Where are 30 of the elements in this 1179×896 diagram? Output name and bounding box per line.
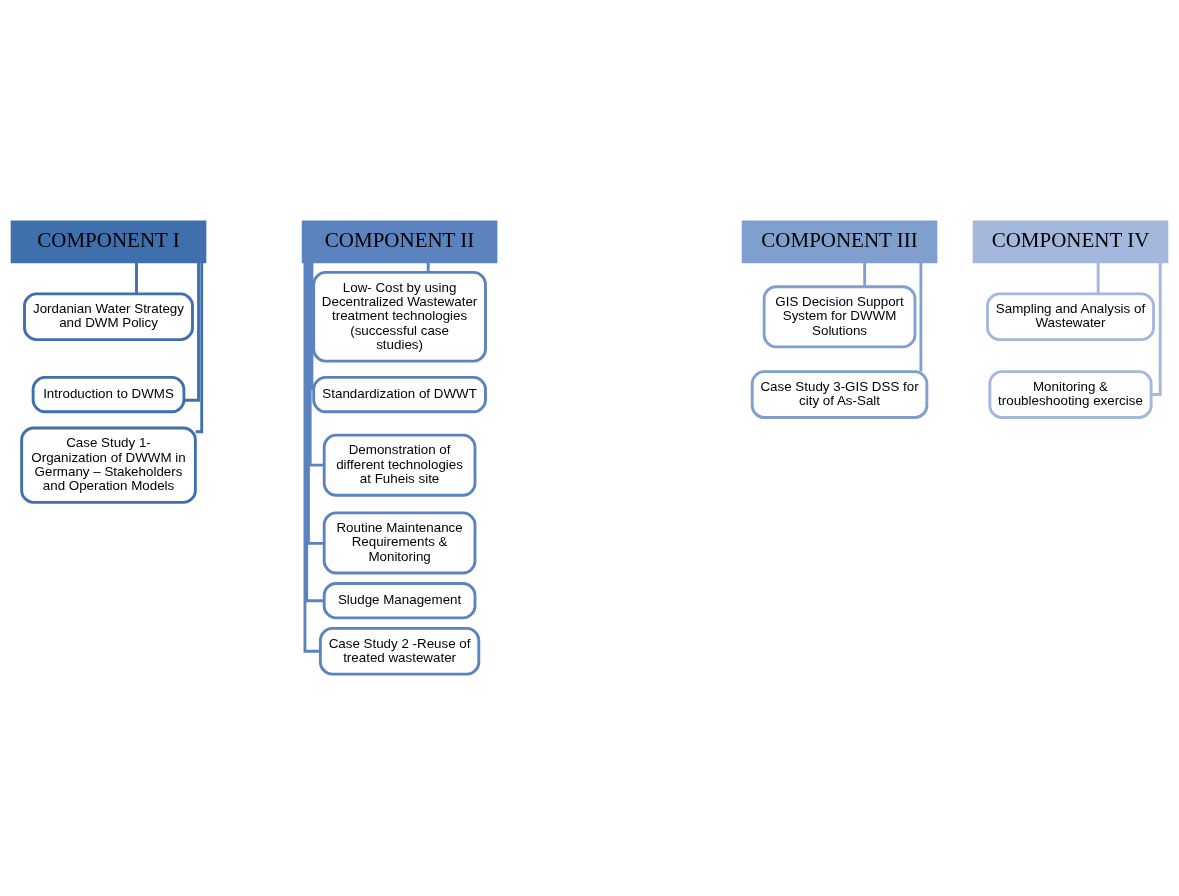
node-box: Monitoring & troubleshooting exercise xyxy=(988,370,1153,419)
node-box: COMPONENT II xyxy=(301,220,498,264)
connector xyxy=(195,262,204,434)
node-box: Case Study 1- Organization of DWWM in Germany – Stakeholders and Operation Models xyxy=(20,426,197,504)
connector xyxy=(863,261,867,287)
connector xyxy=(303,262,321,653)
connector xyxy=(426,261,430,273)
node-box: Sampling and Analysis of Wastewater xyxy=(986,292,1155,342)
connector xyxy=(184,261,200,402)
connector xyxy=(919,262,923,372)
connector xyxy=(135,261,138,294)
connector xyxy=(1096,261,1100,294)
connector xyxy=(305,261,325,603)
node-box: Case Study 2 -Reuse of treated wastewater xyxy=(318,626,481,676)
node-box: Sludge Management xyxy=(322,582,477,620)
node-box: COMPONENT III xyxy=(741,220,938,264)
node-box: Routine Maintenance Requirements & Monitoring xyxy=(322,511,477,575)
node-box: Standardization of DWWT xyxy=(312,375,487,414)
node-box: Introduction to DWMS xyxy=(31,375,186,414)
node-box: Jordanian Water Strategy and DWM Policy xyxy=(23,292,194,342)
connector xyxy=(307,262,324,545)
node-box: COMPONENT IV xyxy=(972,220,1169,264)
node-box: COMPONENT I xyxy=(10,220,207,264)
node-box: GIS Decision Support System for DWWM Solutions xyxy=(762,285,917,349)
connector xyxy=(1151,262,1162,396)
connector xyxy=(308,262,325,467)
node-box: Case Study 3-GIS DSS for city of As-Salt xyxy=(750,370,929,419)
connector xyxy=(310,262,315,391)
node-box: Low- Cost by using Decentralized Wastewater treatment technologies (successful case studies) xyxy=(312,270,487,363)
node-box: Demonstration of different technologies at Fuheis site xyxy=(322,433,477,497)
